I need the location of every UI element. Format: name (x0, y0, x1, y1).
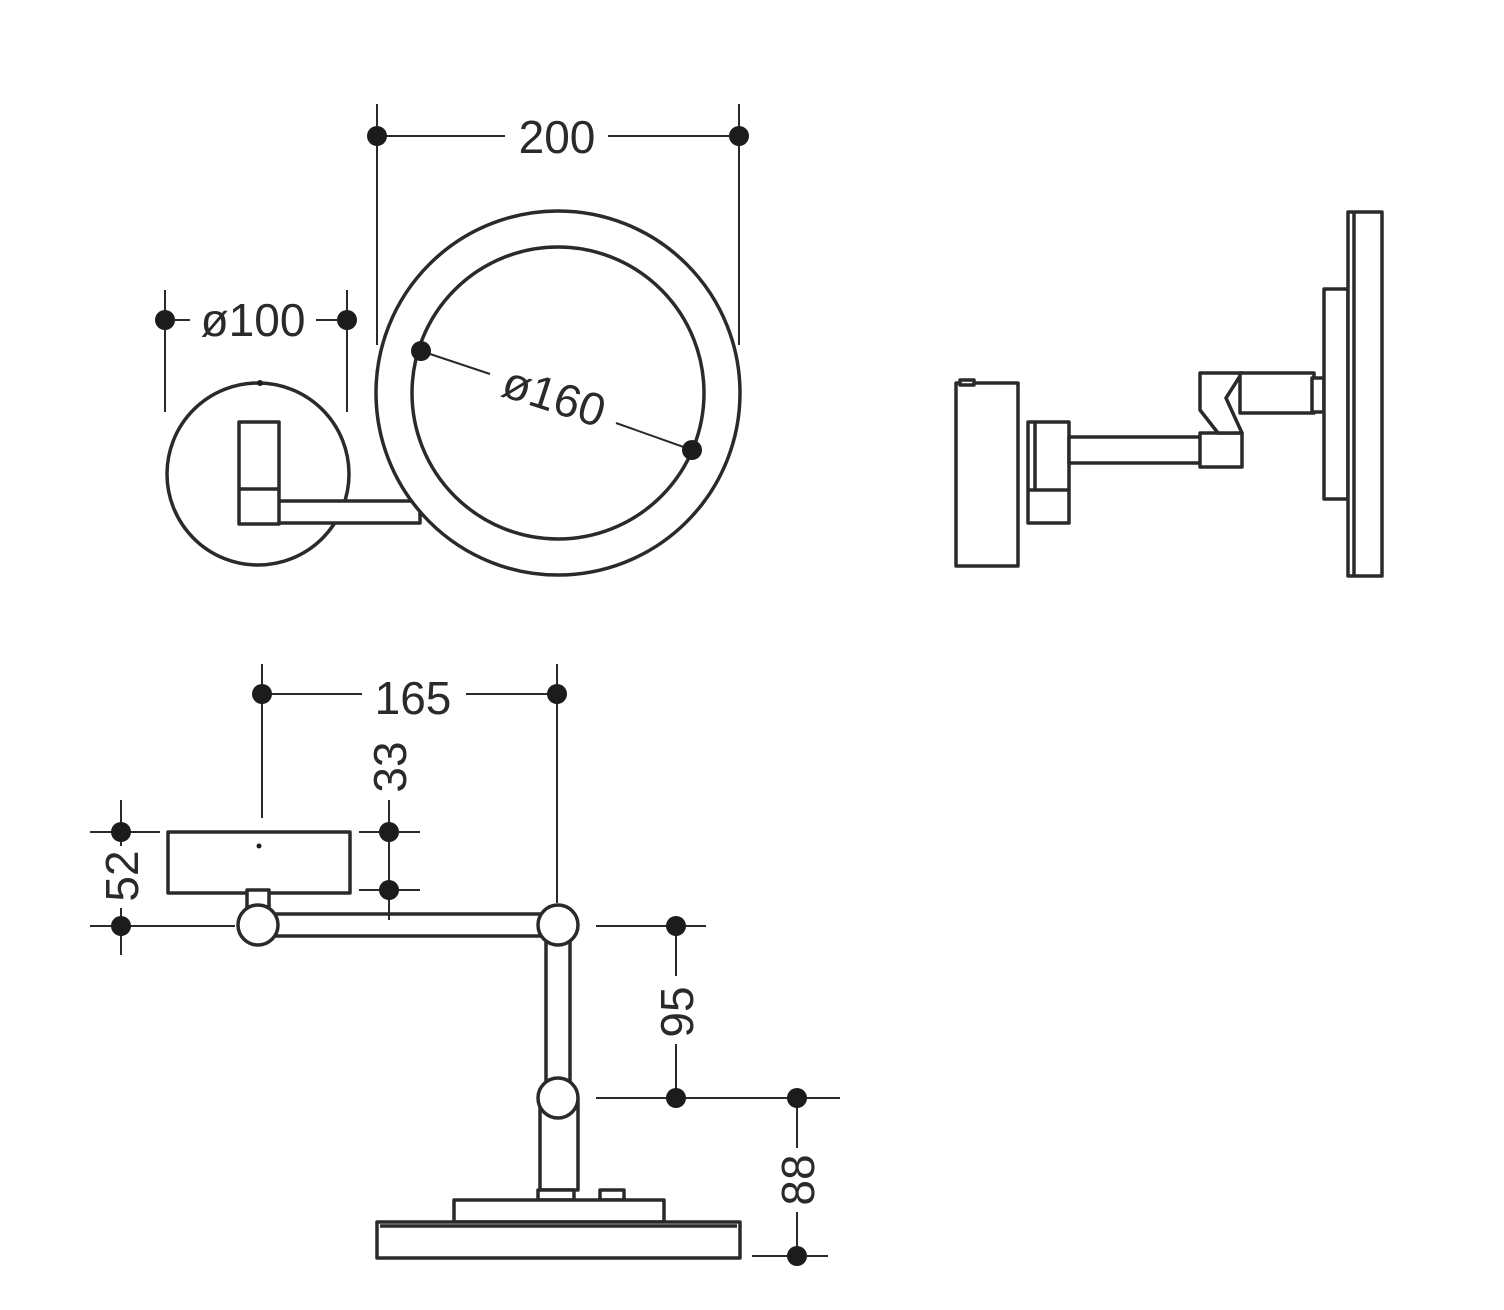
dimension-52-label: 52 (96, 850, 148, 901)
arm-front (268, 499, 422, 525)
dimension-d100-label: ø100 (201, 294, 306, 346)
dimension-200: 200 (367, 104, 749, 345)
mirror-back-top (452, 1198, 666, 1224)
elbow-knuckle-side (1198, 371, 1244, 435)
dimension-95-label: 95 (651, 986, 703, 1037)
wall-plate-top (166, 830, 352, 895)
wall-plate-side (954, 381, 1020, 568)
dimension-200-label: 200 (519, 111, 596, 163)
dimension-88: 88 (752, 1088, 828, 1266)
dimension-52: 52 (90, 800, 235, 955)
hinge-mirror-top (536, 1076, 580, 1120)
arm-side (1067, 435, 1209, 465)
dimension-33: 33 (359, 741, 420, 920)
hinge-elbow-top (536, 903, 580, 947)
dimension-33-label: 33 (364, 741, 416, 792)
post-front (237, 420, 281, 526)
hinge-wall-top (236, 903, 280, 947)
mirror-outer-ring (374, 209, 742, 577)
front-view: 200 ø100 ø160 (155, 104, 749, 577)
mirror-arm-side (1238, 371, 1316, 415)
top-view: 165 33 52 95 (90, 664, 840, 1266)
arm-top (260, 912, 558, 938)
dimension-d100: ø100 (155, 290, 357, 412)
elbow-joint-side (1198, 431, 1244, 469)
side-view (954, 210, 1384, 578)
mirror-body-top (375, 1220, 742, 1260)
mirror-back-side (1322, 287, 1350, 501)
mirror-inner-ring (410, 245, 706, 541)
dimension-165: 165 (252, 664, 567, 903)
dimension-95: 95 (596, 916, 840, 1108)
dimension-165-label: 165 (375, 672, 452, 724)
elbow-arm-top (544, 923, 572, 1097)
dimension-88-label: 88 (772, 1154, 824, 1205)
